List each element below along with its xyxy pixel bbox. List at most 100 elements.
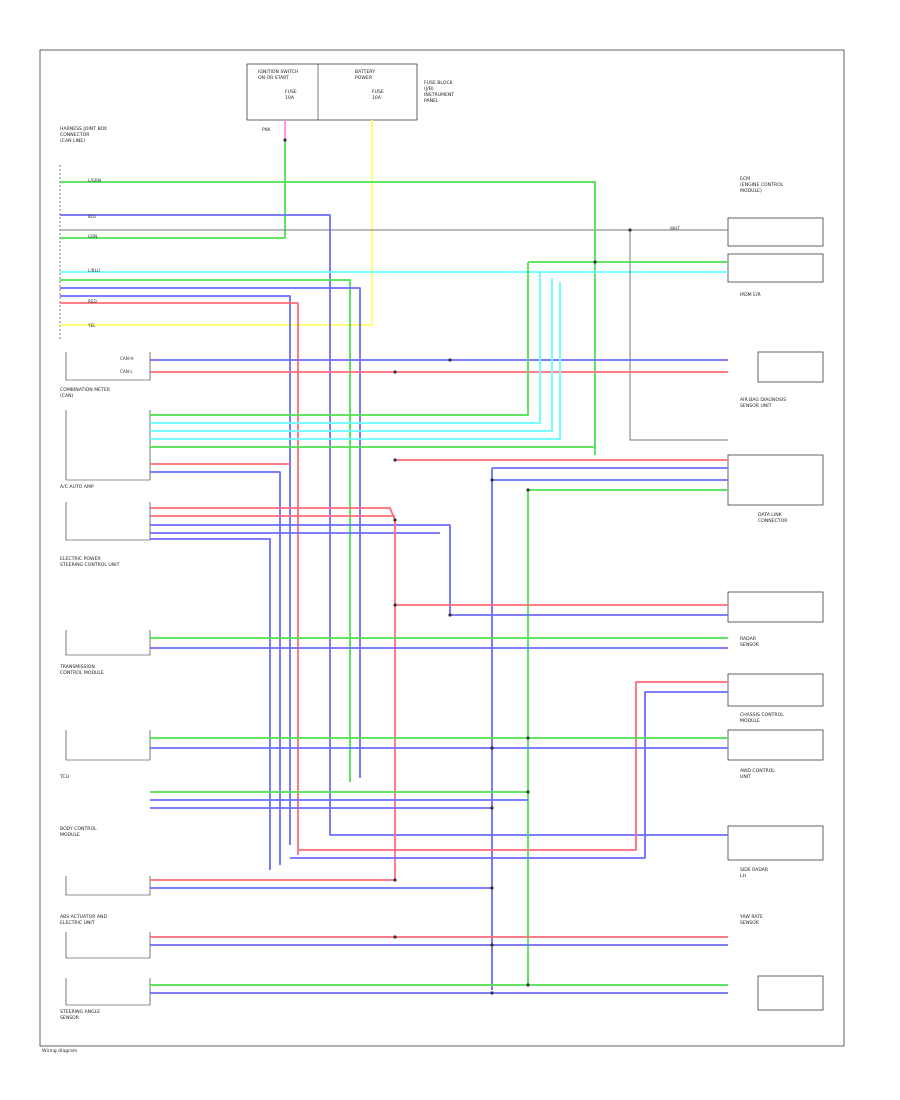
sideradar-label-1: SIDE RADAR xyxy=(740,867,769,873)
splice-dot xyxy=(490,943,494,947)
splice-dot xyxy=(628,228,632,232)
yaw-box: YAW RATE SENSOR xyxy=(739,914,824,1011)
bcm-label-1: BODY CONTROL xyxy=(60,826,97,832)
wire-segment-17 xyxy=(150,272,541,424)
ecm-label-2: (ENGINE CONTROL xyxy=(740,182,784,188)
harness-label-2: CONNECTOR xyxy=(60,132,90,138)
splice-dot xyxy=(593,260,597,264)
wire-label-blu: BLU xyxy=(88,214,96,219)
outer-frame xyxy=(39,49,845,1047)
radar-label-2: SENSOR xyxy=(740,642,760,648)
tcm-label-1: TRANSMISSION xyxy=(59,664,95,670)
wire-segment-19 xyxy=(150,282,561,440)
footer-text: Wiring diagram xyxy=(42,1048,78,1054)
awd-label-1: AWD CONTROL xyxy=(740,768,775,774)
fuse-block-note-2: (J/B) xyxy=(424,86,434,92)
splice-dot xyxy=(393,935,397,939)
splice-dot xyxy=(526,488,530,492)
splice-layer xyxy=(283,138,632,995)
dataconn-label-2: CONNECTOR xyxy=(758,518,788,524)
splice-dot xyxy=(490,806,494,810)
fuse-block-note-1: FUSE BLOCK xyxy=(424,80,454,86)
ignition-title-2: ON OR START xyxy=(258,75,289,81)
eps-label-2: STEERING CONTROL UNIT xyxy=(60,562,120,568)
splice-dot xyxy=(393,878,397,882)
abs-label-1: ABS ACTUATOR AND xyxy=(60,914,107,920)
battery-title-2: POWER xyxy=(355,75,373,81)
ipdm-label: IPDM E/R xyxy=(740,292,762,298)
ignition-switch-box: IGNITION SWITCH ON OR START FUSE 10A BAT… xyxy=(246,63,454,121)
ignition-fuse-1: FUSE xyxy=(285,89,297,95)
wire-label-grn: GRN xyxy=(88,234,97,239)
wire-segment-29 xyxy=(150,507,396,521)
splice-dot xyxy=(526,736,530,740)
splice-dot xyxy=(526,983,530,987)
yaw-label-1: YAW RATE xyxy=(739,914,763,920)
ipdm-box: IPDM E/R xyxy=(727,253,824,298)
dataconn-label-1: DATA LINK xyxy=(758,512,783,518)
steer-label-1: STEERING ANGLE xyxy=(60,1009,100,1015)
wire-segment-33 xyxy=(150,538,271,870)
wire-segment-11 xyxy=(60,302,299,855)
battery-title-1: BATTERY xyxy=(355,69,375,75)
left-connector-brackets xyxy=(65,352,151,1006)
splice-dot xyxy=(448,358,452,362)
battery-fuse-2: 10A xyxy=(372,95,382,101)
acu-label: A/C AUTO AMP xyxy=(60,484,94,490)
abs-label-2: ELECTRIC UNIT xyxy=(60,920,95,926)
wire-segment-40 xyxy=(290,691,728,859)
dataconn-box: DATA LINK CONNECTOR xyxy=(727,454,824,524)
splice-dot xyxy=(393,458,397,462)
wire-segment-22 xyxy=(150,471,281,865)
wire-segment-5 xyxy=(60,181,596,455)
battery-fuse-1: FUSE xyxy=(372,89,384,95)
splice-dot xyxy=(490,478,494,482)
ignition-fuse-2: 10A xyxy=(285,95,295,101)
harness-label-3: (CAN LINE) xyxy=(60,138,85,144)
wire-segment-2 xyxy=(60,140,286,239)
splice-dot xyxy=(490,991,494,995)
eps-label-1: ELECTRIC POWER xyxy=(60,556,101,562)
splice-dot xyxy=(526,790,530,794)
wire-label-red: RED xyxy=(88,299,97,304)
bcm-label-2: MODULE xyxy=(60,832,80,838)
awd-box: AWD CONTROL UNIT xyxy=(727,729,824,780)
fuse-block-note-4: PANEL xyxy=(424,98,439,104)
splice-dot xyxy=(490,746,494,750)
fuse-block-note-3: INSTRUMENT xyxy=(424,92,454,98)
ignition-title-1: IGNITION SWITCH xyxy=(258,69,298,75)
wire-segment-12 xyxy=(629,230,728,441)
sideradar-box: SIDE RADAR LH xyxy=(727,825,824,879)
wire-segment-16 xyxy=(150,262,529,416)
splice-dot xyxy=(490,886,494,890)
splice-dot xyxy=(448,613,452,617)
wire-label-yel: YEL xyxy=(87,323,96,328)
splice-dot xyxy=(393,370,397,374)
wire-label-lgrn: L/GRN xyxy=(88,178,101,183)
wire-label-wht: WHT xyxy=(670,226,680,231)
sideradar-label-2: LH xyxy=(740,873,746,879)
combmeter-label-1: COMBINATION METER xyxy=(60,387,111,393)
chassis-box: CHASSIS CONTROL MODULE xyxy=(727,673,824,724)
splice-dot xyxy=(283,138,287,142)
airbag-label-1: AIR BAG DIAGNOSIS xyxy=(740,397,786,403)
wire-layer xyxy=(60,120,728,994)
can-h-label: CAN-H xyxy=(120,356,134,361)
wire-label-pnk: PNK xyxy=(262,127,271,132)
tcm-label-2: CONTROL MODULE xyxy=(60,670,104,676)
ecm-box: ECM (ENGINE CONTROL MODULE) xyxy=(727,176,824,247)
wire-segment-18 xyxy=(150,278,553,432)
steer-label-2: SENSOR xyxy=(60,1015,80,1021)
chassis-label-2: MODULE xyxy=(740,718,760,724)
airbag-box: AIR BAG DIAGNOSIS SENSOR UNIT xyxy=(740,351,824,409)
radar-label-1: RADAR xyxy=(740,636,757,642)
ecm-label-3: MODULE) xyxy=(740,188,762,194)
wire-segment-39 xyxy=(298,681,728,851)
airbag-label-2: SENSOR UNIT xyxy=(740,403,772,409)
ecm-label-1: ECM xyxy=(740,176,750,182)
yaw-label-2: SENSOR xyxy=(740,920,760,926)
awd-label-2: UNIT xyxy=(740,774,751,780)
splice-dot xyxy=(393,518,397,522)
chassis-label-1: CHASSIS CONTROL xyxy=(740,712,784,718)
